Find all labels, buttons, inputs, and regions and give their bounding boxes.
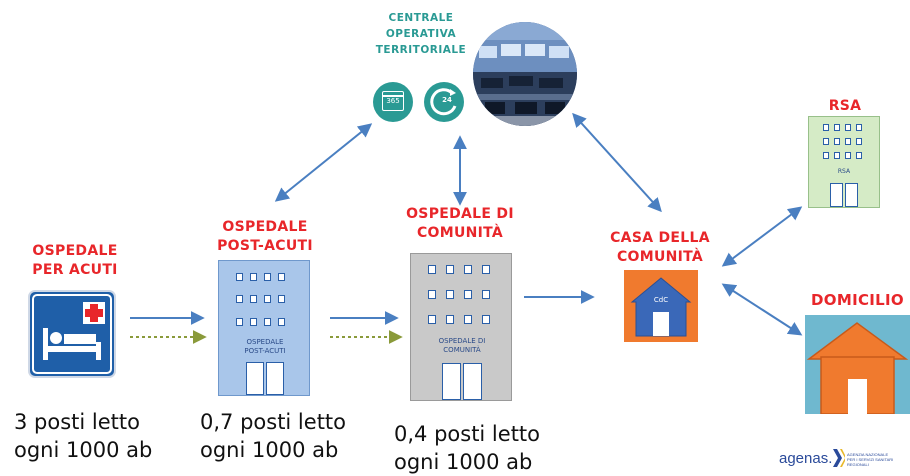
building-comunita-text-line1: OSPEDALE DI (438, 337, 486, 345)
caption-postacuti-line2: ogni 1000 ab (200, 438, 339, 462)
logo-sub-line2: PER I SERVIZI SANITARI REGIONALI (847, 457, 894, 467)
logo-sub: AGENZIA NAZIONALE PER I SERVIZI SANITARI… (847, 452, 909, 467)
caption-acuti-line1: 3 posti letto (14, 410, 140, 434)
label-cot-line1: CENTRALE (388, 12, 454, 24)
building-postacuti-text: OSPEDALE POST-ACUTI (219, 338, 311, 356)
logo-sub-line1: AGENZIA NAZIONALE (847, 452, 889, 457)
label-casa-line2: COMUNITÀ (616, 249, 704, 265)
caption-comunita-line2: ogni 1000 ab (394, 450, 533, 474)
label-casa-comunita: CASA DELLA COMUNITÀ (600, 229, 720, 267)
agenas-logo: agenas. AGENZIA NAZIONALE PER I SERVIZI … (779, 448, 909, 470)
label-acuti-line2: PER ACUTI (32, 262, 118, 278)
domicilio-house-icon (805, 315, 910, 415)
building-postacuti-icon: OSPEDALE POST-ACUTI (218, 260, 310, 396)
label-ospedale-postacuti: OSPEDALE POST-ACUTI (195, 218, 335, 256)
caption-postacuti: 0,7 posti letto ogni 1000 ab (200, 408, 370, 464)
label-cot-line2: OPERATIVA (385, 28, 457, 40)
caption-postacuti-line1: 0,7 posti letto (200, 410, 347, 434)
arrow-casa-rsa (721, 206, 803, 267)
label-acuti-line1: OSPEDALE (32, 243, 118, 259)
building-comunita-text: OSPEDALE DI COMUNITÀ (411, 337, 513, 355)
caption-acuti: 3 posti letto ogni 1000 ab (14, 408, 174, 464)
logo-mark-icon (833, 449, 845, 467)
label-centrale-operativa: CENTRALE OPERATIVA TERRITORIALE (360, 10, 482, 58)
building-comunita-icon: OSPEDALE DI COMUNITÀ (410, 253, 512, 401)
clock-24-icon: 24 (424, 82, 464, 122)
building-postacuti-text-line1: OSPEDALE (246, 338, 284, 346)
label-postacuti-line2: POST-ACUTI (217, 238, 313, 254)
arrow-cot-casa (572, 112, 662, 213)
label-comunita-line2: COMUNITÀ (416, 225, 504, 241)
caption-comunita-line1: 0,4 posti letto (394, 422, 541, 446)
building-comunita-text-line2: COMUNITÀ (443, 346, 481, 354)
label-rsa: RSA (828, 98, 862, 114)
label-domicilio: DOMICILIO (811, 291, 904, 309)
arrow-cot-postacuti (274, 123, 373, 202)
label-ospedale-acuti: OSPEDALE PER ACUTI (20, 242, 130, 280)
label-ospedale-comunita: OSPEDALE DI COMUNITÀ (395, 205, 525, 243)
caption-comunita: 0,4 posti letto ogni 1000 ab (394, 420, 564, 476)
calendar-365-icon: 365 (373, 82, 413, 122)
building-postacuti-text-line2: POST-ACUTI (244, 347, 286, 355)
casa-house-text: CdC (653, 296, 669, 304)
label-comunita-line1: OSPEDALE DI (406, 206, 514, 222)
casa-comunita-house-icon: CdC (624, 270, 698, 342)
hospital-bed-sign-icon (28, 290, 116, 378)
building-rsa-text: RSA (837, 168, 851, 175)
label-postacuti-line1: OSPEDALE (222, 219, 308, 235)
building-rsa-icon: RSA (808, 116, 880, 208)
clock-text: 24 (442, 96, 452, 104)
label-casa-line1: CASA DELLA (610, 230, 710, 246)
control-room-photo (473, 22, 577, 126)
label-cot-line3: TERRITORIALE (375, 44, 467, 56)
calendar-text: 365 (386, 97, 400, 105)
arrow-casa-domicilio (721, 283, 803, 336)
caption-acuti-line2: ogni 1000 ab (14, 438, 153, 462)
logo-text: agenas. (779, 450, 833, 467)
